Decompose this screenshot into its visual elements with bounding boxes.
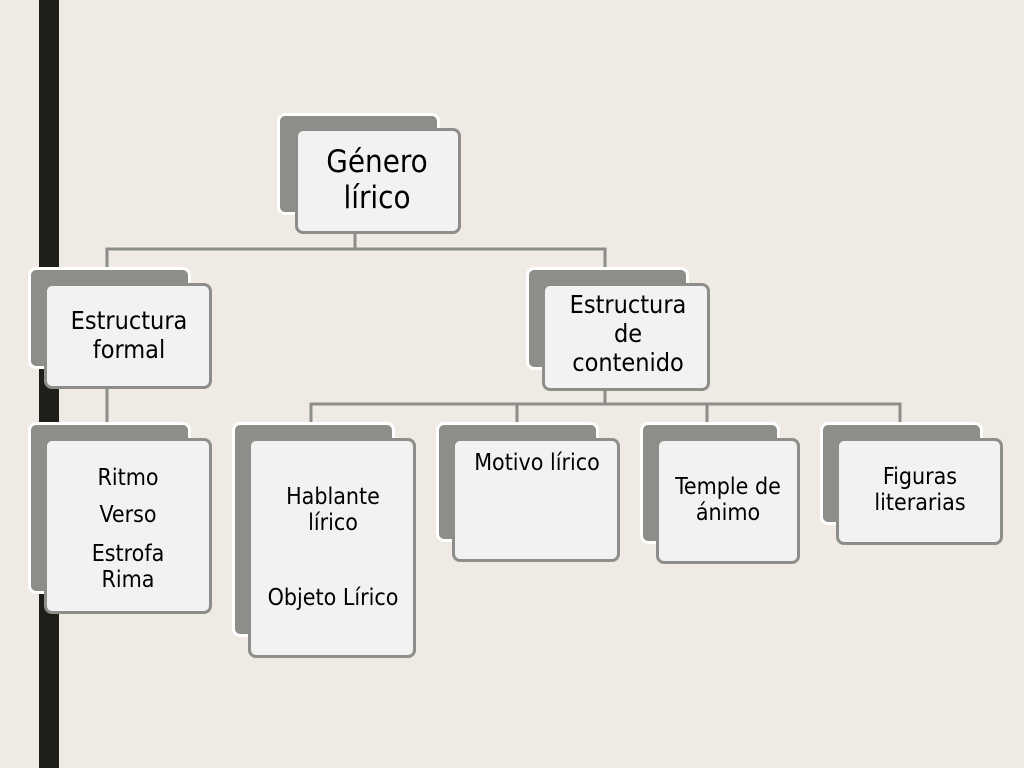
node-hablante-lirico: Hablante lírico Objeto Lírico [232, 422, 418, 658]
connector-content-figuras [605, 402, 902, 425]
formal-item-ritmo: Ritmo [97, 465, 159, 491]
connector-root-formal [105, 232, 357, 270]
node-genero-lirico: Género lírico [277, 113, 463, 235]
connector-content-bus [309, 385, 607, 425]
node-genero-lirico-label: Género lírico [326, 144, 428, 216]
node-temple-animo: Temple de ánimo [640, 422, 802, 564]
formal-item-verso: Verso [99, 502, 157, 528]
node-motivo-lirico-label: Motivo lírico [474, 450, 600, 476]
node-temple-animo-label: Temple de ánimo [675, 474, 781, 527]
node-figuras-literarias-label: Figuras literarias [874, 464, 966, 517]
node-estructura-contenido: Estructura de contenido [526, 267, 712, 391]
connector-root-content [355, 247, 607, 270]
node-estructura-formal-label: Estructura formal [70, 306, 188, 364]
node-estructura-contenido-label: Estructura de contenido [569, 290, 687, 377]
node-formal-items: Ritmo Verso Estrofa Rima [28, 422, 214, 614]
node-estructura-formal: Estructura formal [28, 267, 214, 389]
node-figuras-literarias: Figuras literarias [820, 422, 1004, 546]
formal-item-estrofa-rima: Estrofa Rima [91, 541, 165, 594]
node-hablante-lirico-label: Hablante lírico [286, 484, 380, 537]
node-motivo-lirico: Motivo lírico [436, 422, 622, 562]
node-objeto-lirico-label: Objeto Lírico [267, 585, 399, 611]
